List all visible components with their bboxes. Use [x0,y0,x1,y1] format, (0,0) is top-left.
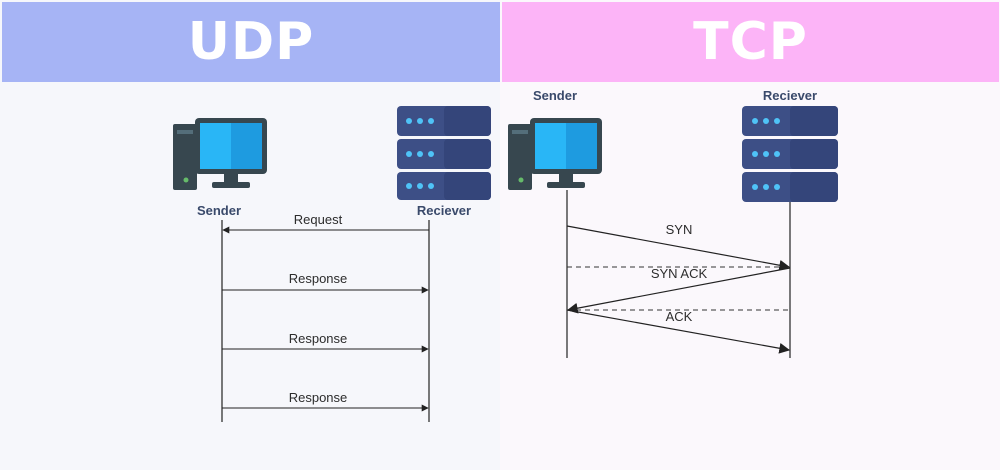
udp-receiver-label: Reciever [417,203,471,218]
udp-sender-label: Sender [197,203,241,218]
udp-message-label: Response [289,331,348,346]
udp-message-label: Response [289,390,348,405]
desktop-computer-icon [173,118,267,190]
tcp-message-label: ACK [666,309,693,324]
tcp-message-label: SYN [666,222,693,237]
tcp-title: TCP [502,2,999,82]
tcp-syn-ack-arrow [566,267,791,314]
server-rack-icon [397,106,491,200]
tcp-receiver-label: Reciever [763,88,817,103]
tcp-sender-label: Sender [533,88,577,103]
udp-message-label: Request [294,212,343,227]
udp-message-label: Response [289,271,348,286]
server-rack-icon [742,106,838,202]
tcp-syn-arrow [566,225,791,271]
desktop-computer-icon [508,118,602,190]
tcp-ack-arrow [566,309,791,354]
tcp-message-label: SYN ACK [651,266,708,281]
udp-title: UDP [2,2,500,82]
